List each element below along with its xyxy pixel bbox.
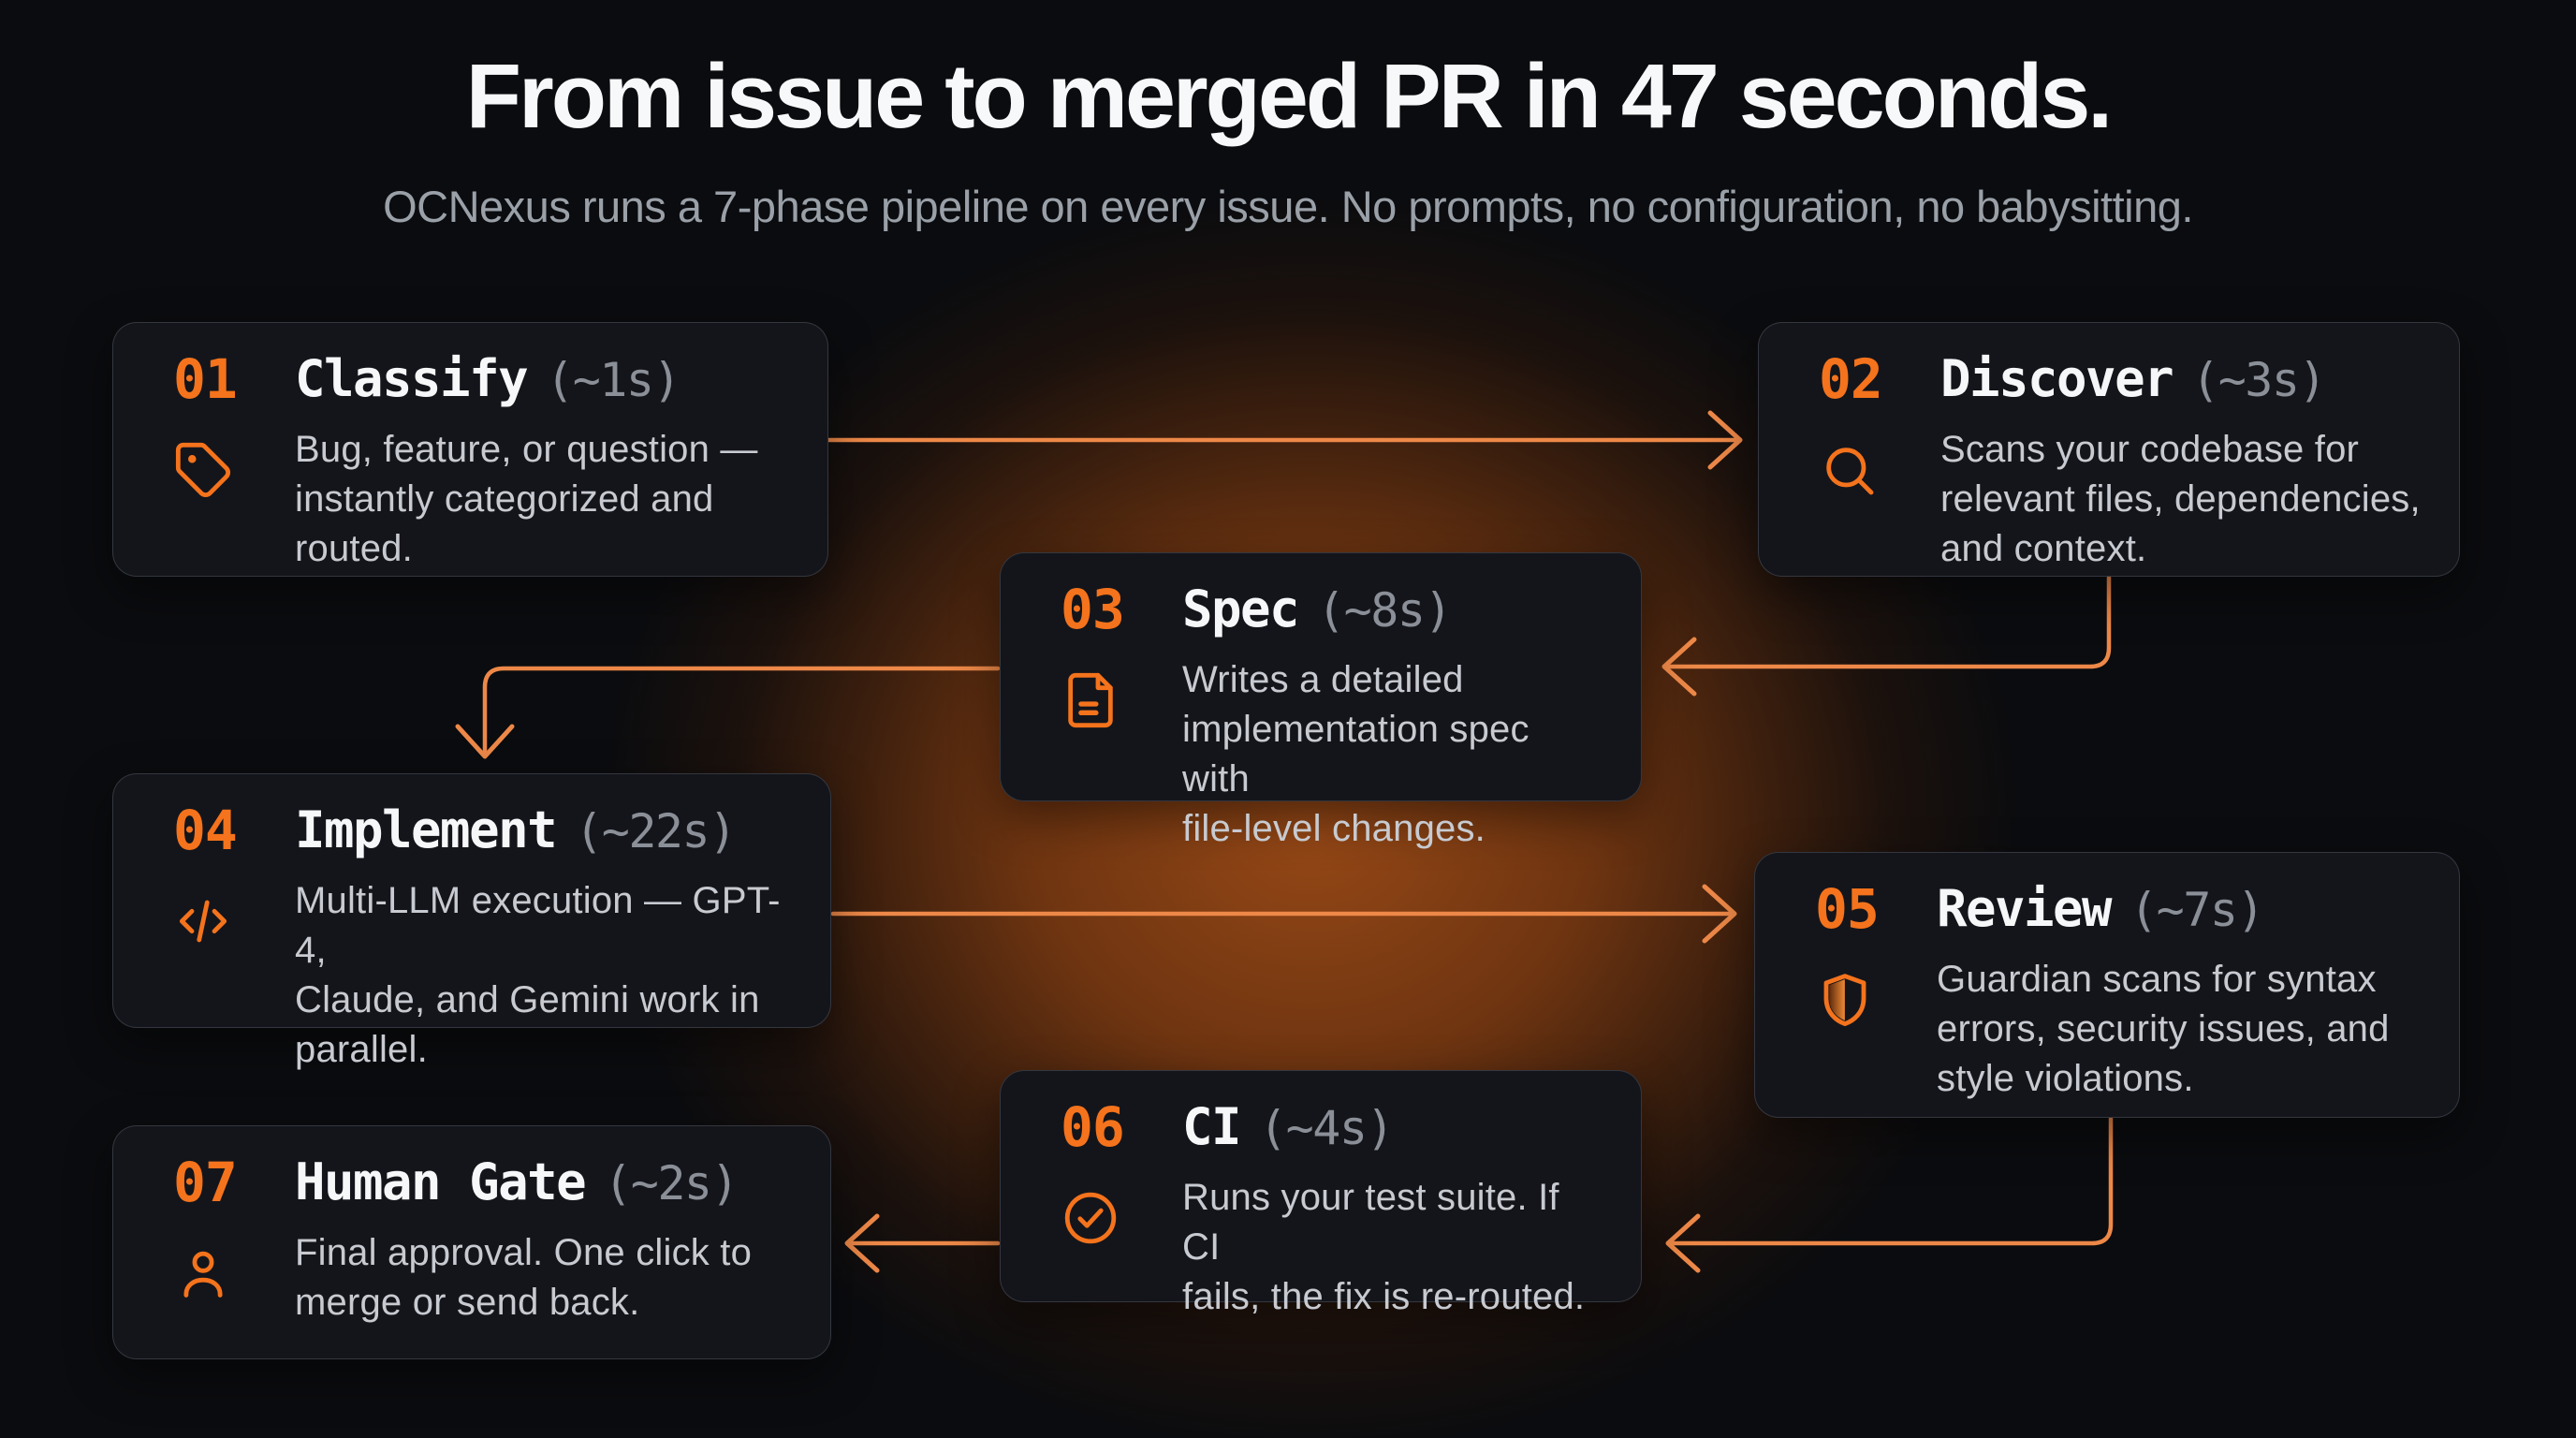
phase-number: 07 bbox=[173, 1151, 238, 1214]
connector-discover-to-spec bbox=[1661, 575, 2112, 697]
phase-name: Human Gate bbox=[295, 1152, 587, 1211]
phase-time: (~8s) bbox=[1317, 583, 1453, 638]
phase-number: 05 bbox=[1815, 877, 1880, 941]
phase-description: Bug, feature, or question — instantly ca… bbox=[295, 428, 758, 569]
phase-name: Review bbox=[1937, 879, 2113, 938]
phase-name: Spec bbox=[1182, 580, 1300, 638]
shield-icon bbox=[1815, 970, 1875, 1030]
phase-description: Final approval. One click to merge or se… bbox=[295, 1231, 753, 1323]
phase-name: Classify bbox=[295, 349, 529, 408]
phase-number: 03 bbox=[1061, 578, 1125, 641]
user-icon bbox=[173, 1243, 233, 1303]
phase-card-ci: 06 CI (~4s) Runs your test suite. If CI … bbox=[1000, 1070, 1642, 1317]
phase-time: (~4s) bbox=[1259, 1101, 1395, 1155]
phase-time: (~22s) bbox=[575, 804, 737, 858]
connector-classify-to-discover bbox=[827, 410, 1743, 470]
phase-description: Writes a detailed implementation spec wi… bbox=[1182, 658, 1530, 849]
phase-number: 02 bbox=[1819, 347, 1883, 411]
connector-ci-to-human-gate bbox=[844, 1213, 1001, 1273]
code-icon bbox=[173, 891, 233, 951]
document-icon bbox=[1061, 670, 1120, 730]
phase-time: (~1s) bbox=[546, 353, 681, 407]
phase-number: 01 bbox=[173, 347, 238, 411]
phase-time: (~2s) bbox=[604, 1156, 739, 1211]
connector-review-to-ci bbox=[1665, 1116, 2114, 1273]
phase-number: 04 bbox=[173, 799, 238, 862]
phase-card-spec: 03 Spec (~8s) Writes a detailed implemen… bbox=[1000, 552, 1642, 849]
phase-name: CI bbox=[1182, 1097, 1242, 1156]
phase-name: Implement bbox=[295, 800, 558, 859]
check-circle-icon bbox=[1061, 1188, 1120, 1248]
page-subtitle: OCNexus runs a 7-phase pipeline on every… bbox=[383, 182, 2193, 231]
search-icon bbox=[1819, 440, 1879, 500]
phase-description: Runs your test suite. If CI fails, the f… bbox=[1182, 1176, 1586, 1317]
phase-card-classify: 01 Classify (~1s) Bug, feature, or quest… bbox=[112, 322, 828, 577]
phase-card-review: 05 Review (~7s) Guardi bbox=[1754, 852, 2460, 1118]
phase-card-implement: 04 Implement (~22s) Multi-LLM execution … bbox=[112, 773, 831, 1070]
phase-card-discover: 02 Discover (~3s) Scans your codebase fo… bbox=[1758, 322, 2460, 577]
phase-time: (~3s) bbox=[2191, 353, 2327, 407]
phase-time: (~7s) bbox=[2130, 883, 2265, 937]
phase-card-human-gate: 07 Human Gate (~2s) Final approval. One … bbox=[112, 1125, 831, 1359]
phase-name: Discover bbox=[1940, 349, 2174, 408]
phase-description: Multi-LLM execution — GPT-4, Claude, and… bbox=[295, 879, 781, 1070]
connector-spec-to-implement bbox=[455, 666, 1001, 759]
phase-description: Guardian scans for syntax errors, securi… bbox=[1937, 958, 2390, 1099]
connector-implement-to-review bbox=[830, 884, 1737, 944]
tag-icon bbox=[173, 440, 233, 500]
phase-number: 06 bbox=[1061, 1095, 1125, 1159]
phase-description: Scans your codebase for relevant files, … bbox=[1940, 428, 2421, 569]
page-title: From issue to merged PR in 47 seconds. bbox=[465, 45, 2113, 147]
